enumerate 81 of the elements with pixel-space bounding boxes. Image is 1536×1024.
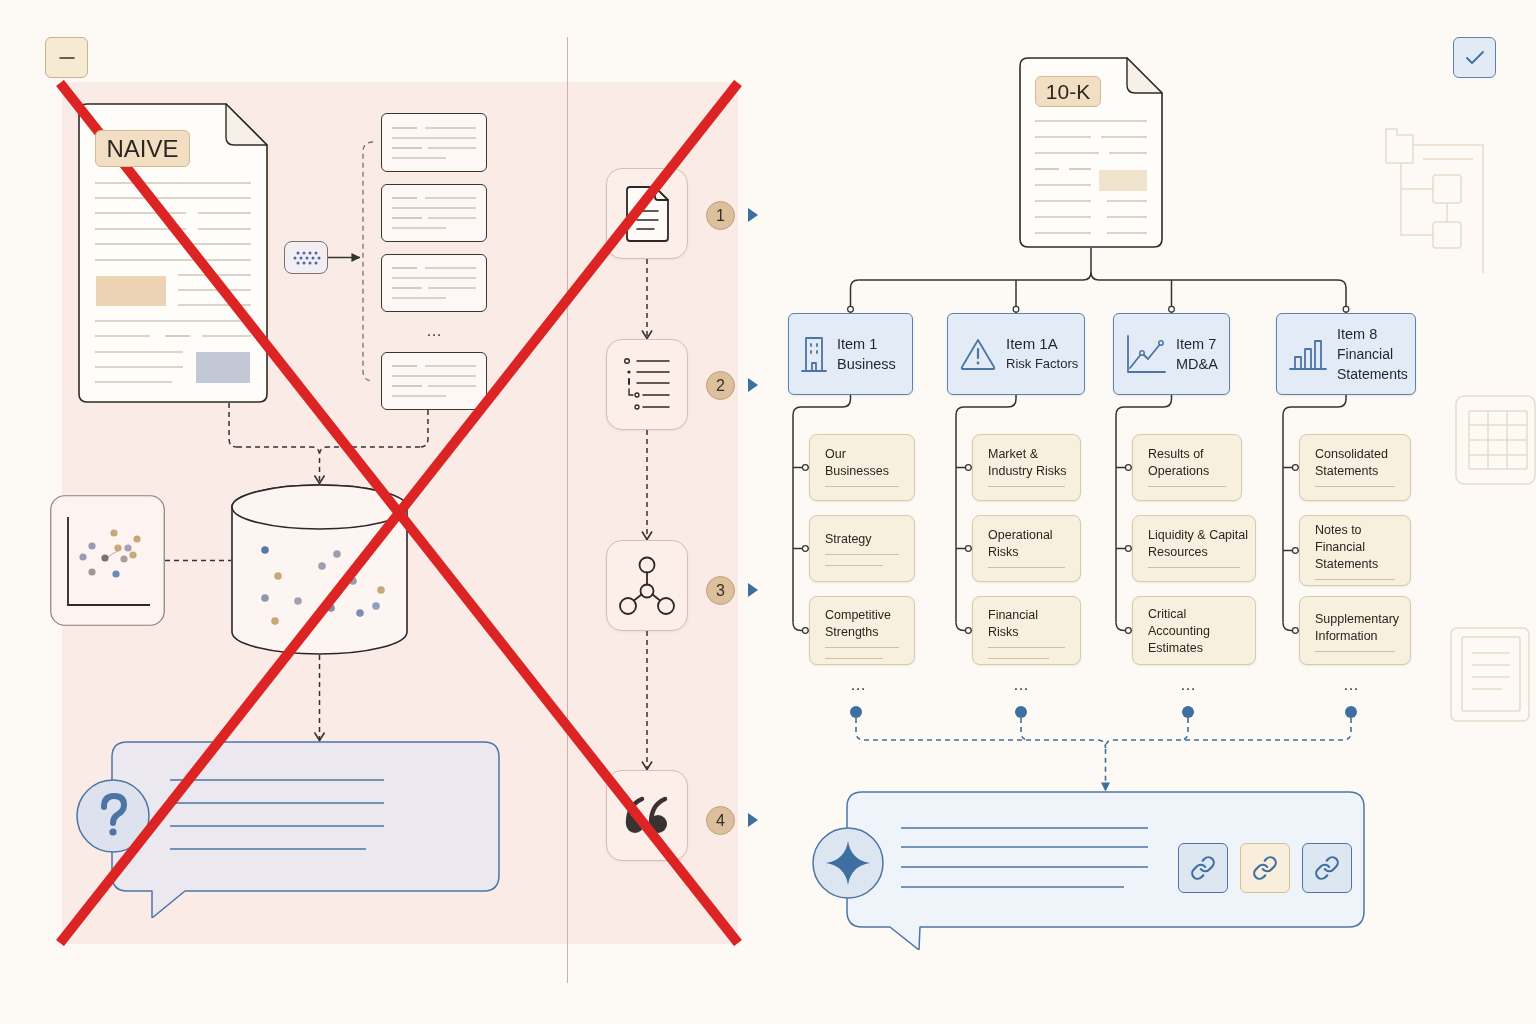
subsection-card	[972, 515, 1081, 582]
dashed-line	[419, 409, 429, 448]
tool-tile	[284, 241, 328, 274]
connector-line	[1115, 464, 1133, 471]
connector-line	[1115, 394, 1173, 624]
section-number: Item 1	[837, 335, 879, 354]
connector-line	[955, 464, 973, 471]
document-title-tag: NAIVE	[95, 130, 190, 167]
connector-line	[955, 545, 973, 552]
text-chunk-card	[381, 184, 487, 242]
connector-line	[1115, 621, 1133, 634]
ellipsis-text: …	[1013, 677, 1029, 693]
section-box	[1276, 313, 1416, 395]
subsection-title: Operational Risks	[988, 527, 1054, 561]
subsection-card	[1299, 596, 1411, 665]
connector-line	[792, 621, 810, 634]
section-box	[788, 313, 913, 395]
dashed-arrow	[313, 654, 326, 742]
subsection-title: Our Businesses	[825, 446, 890, 480]
section-title: Financial Statements	[1337, 345, 1409, 384]
step-tile	[606, 540, 688, 631]
section-box	[947, 313, 1085, 395]
step-tile	[606, 339, 688, 430]
text-chunk-card	[381, 352, 487, 410]
section-title: MD&A	[1176, 355, 1218, 374]
subsection-title: Strategy	[825, 531, 873, 548]
subsection-card	[1132, 596, 1256, 665]
dashed-arrow	[236, 446, 421, 485]
subsection-card	[972, 596, 1081, 665]
section-number: Item 7	[1176, 335, 1218, 354]
subsection-title: Competitive Strengths	[825, 607, 892, 641]
connector-line	[1115, 545, 1133, 552]
connector-line	[955, 394, 1017, 624]
subsection-title: Liquidity & Capital Resources	[1148, 527, 1250, 561]
connector-line	[1337, 279, 1350, 314]
dashed-arrow	[641, 429, 653, 541]
subsection-card	[809, 434, 915, 501]
section-box	[1113, 313, 1230, 395]
subsection-card	[809, 596, 915, 665]
dashed-line	[164, 559, 232, 562]
connector-line	[1168, 279, 1175, 314]
dashed-arrow	[863, 739, 1344, 792]
subsection-title: Market & Industry Risks	[988, 446, 1068, 480]
dashed-arrow	[641, 630, 653, 771]
connector-line	[792, 464, 810, 471]
connector-line	[792, 394, 852, 624]
subsection-title: Consolidated Statements	[1315, 446, 1389, 480]
dashed-line	[228, 402, 238, 448]
connector-line	[1282, 394, 1347, 624]
subsection-title: Results of Operations	[1148, 446, 1211, 480]
ellipsis-text: …	[1180, 677, 1196, 693]
ellipsis-text: …	[1343, 677, 1359, 693]
section-number: Item 1A	[1006, 334, 1059, 354]
connector-line	[792, 545, 810, 552]
ellipsis-text: …	[426, 323, 442, 339]
connector-line	[847, 279, 860, 314]
arrow	[327, 253, 361, 262]
dashed-arrow	[641, 258, 653, 340]
ellipsis-text: …	[850, 677, 866, 693]
text-chunk-card	[381, 113, 487, 172]
section-title: Business	[837, 355, 896, 374]
section-title: Risk Factors	[1006, 355, 1079, 373]
subsection-title: Notes to Financial Statements	[1315, 522, 1380, 573]
connector-line	[1282, 464, 1300, 471]
section-number: Item 8	[1337, 325, 1379, 344]
document-title-tag: 10-K	[1035, 76, 1101, 107]
subsection-title: Critical Accounting Estimates	[1148, 606, 1211, 657]
subsection-card	[1132, 515, 1256, 582]
connector-line	[1012, 279, 1020, 314]
subsection-title: Financial Risks	[988, 607, 1040, 641]
text-chunk-card	[381, 254, 487, 312]
connector-line	[955, 621, 973, 634]
subsection-title: Supplementary Information	[1315, 611, 1401, 645]
connector-line	[857, 247, 1339, 281]
connector-line	[1282, 547, 1300, 554]
subsection-card	[972, 434, 1081, 501]
subsection-card	[1299, 434, 1411, 501]
subsection-card	[1132, 434, 1242, 501]
subsection-card	[809, 515, 915, 582]
subsection-card	[1299, 515, 1411, 586]
connector-line	[1282, 621, 1300, 634]
